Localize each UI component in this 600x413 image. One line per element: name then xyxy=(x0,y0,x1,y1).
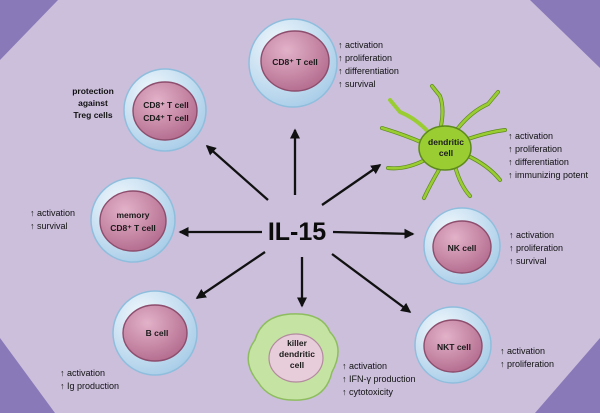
nk-label: NK cell xyxy=(448,243,477,253)
bcell-nucleus xyxy=(122,304,188,362)
cell-cd8-cd4: CD8⁺ T cell CD4⁺ T cell xyxy=(123,68,207,152)
nkt-nucleus xyxy=(423,319,483,373)
dendritic-effects: ↑ activation ↑ proliferation ↑ different… xyxy=(508,131,589,180)
cell-nkt: NKT cell xyxy=(414,306,492,384)
nk-nucleus xyxy=(432,220,492,274)
killer-effect: ↑ IFN-γ production xyxy=(342,374,416,384)
treg-note-line: Treg cells xyxy=(73,110,112,120)
corner-bottom-left xyxy=(0,338,55,413)
cd8-top-nucleus xyxy=(260,30,330,92)
bcell-effect: ↑ Ig production xyxy=(60,381,119,391)
killer-label: cell xyxy=(290,360,304,370)
dendritic-effect: ↑ proliferation xyxy=(508,144,562,154)
corner-top-left xyxy=(0,0,58,60)
dendritic-label: cell xyxy=(439,148,453,158)
treg-note: protection against Treg cells xyxy=(72,86,114,120)
cd8-top-effect: ↑ survival xyxy=(338,79,376,89)
memory-label: CD8⁺ T cell xyxy=(110,223,156,233)
killer-label: dendritic xyxy=(279,349,315,359)
cd8-top-effect: ↑ differentiation xyxy=(338,66,399,76)
dendritic-body xyxy=(418,125,472,171)
nk-effect: ↑ activation xyxy=(509,230,554,240)
killer-effect: ↑ cytotoxicity xyxy=(342,387,394,397)
center-label: IL-15 xyxy=(268,218,326,246)
cd8-cd4-nucleus xyxy=(132,81,198,141)
bcell-effects: ↑ activation ↑ Ig production xyxy=(60,368,119,391)
nkt-effect: ↑ proliferation xyxy=(500,359,554,369)
cell-bcell: B cell xyxy=(112,290,198,376)
memory-label: memory xyxy=(116,210,149,220)
arrow-to-bcell xyxy=(195,251,266,299)
killer-effect: ↑ activation xyxy=(342,361,387,371)
arrow-to-nkt xyxy=(331,253,412,313)
killer-nucleus xyxy=(268,333,324,383)
nkt-effects: ↑ activation ↑ proliferation xyxy=(500,346,554,369)
arrows xyxy=(178,128,415,313)
cell-dendritic: dendritic cell xyxy=(380,84,507,200)
nk-effects: ↑ activation ↑ proliferation ↑ survival xyxy=(509,230,563,266)
arrow-to-nk xyxy=(332,228,415,239)
dendritic-label: dendritic xyxy=(428,137,464,147)
nk-effect: ↑ survival xyxy=(509,256,547,266)
corner-bottom-right xyxy=(535,338,600,413)
cd8-top-effect: ↑ proliferation xyxy=(338,53,392,63)
memory-effects: ↑ activation ↑ survival xyxy=(30,208,75,231)
bcell-effect: ↑ activation xyxy=(60,368,105,378)
memory-nucleus xyxy=(99,190,167,252)
cell-cd8-top: CD8⁺ T cell xyxy=(248,18,338,108)
killer-effects: ↑ activation ↑ IFN-γ production ↑ cytoto… xyxy=(342,361,416,397)
arrow-to-dendritic xyxy=(321,164,382,206)
nk-effect: ↑ proliferation xyxy=(509,243,563,253)
memory-effect: ↑ survival xyxy=(30,221,68,231)
cd8-top-label: CD8⁺ T cell xyxy=(272,57,318,67)
cd8-cd4-label: CD4⁺ T cell xyxy=(143,113,189,123)
arrow-to-cd8-cd4 xyxy=(205,144,269,201)
bcell-label: B cell xyxy=(146,328,169,338)
cell-memory: memory CD8⁺ T cell xyxy=(90,177,176,263)
dendritic-effect: ↑ activation xyxy=(508,131,553,141)
nkt-effect: ↑ activation xyxy=(500,346,545,356)
killer-label: killer xyxy=(287,338,308,348)
cell-nk: NK cell xyxy=(423,207,501,285)
nkt-label: NKT cell xyxy=(437,342,471,352)
cell-killer: killer dendritic cell xyxy=(247,313,339,401)
memory-effect: ↑ activation xyxy=(30,208,75,218)
treg-note-line: protection xyxy=(72,86,114,96)
cd8-top-effects: ↑ activation ↑ proliferation ↑ different… xyxy=(338,40,399,89)
cd8-cd4-label: CD8⁺ T cell xyxy=(143,100,189,110)
dendritic-effect: ↑ immunizing potent xyxy=(508,170,589,180)
dendritic-effect: ↑ differentiation xyxy=(508,157,569,167)
cd8-top-effect: ↑ activation xyxy=(338,40,383,50)
corner-top-right xyxy=(530,0,600,68)
treg-note-line: against xyxy=(78,98,108,108)
